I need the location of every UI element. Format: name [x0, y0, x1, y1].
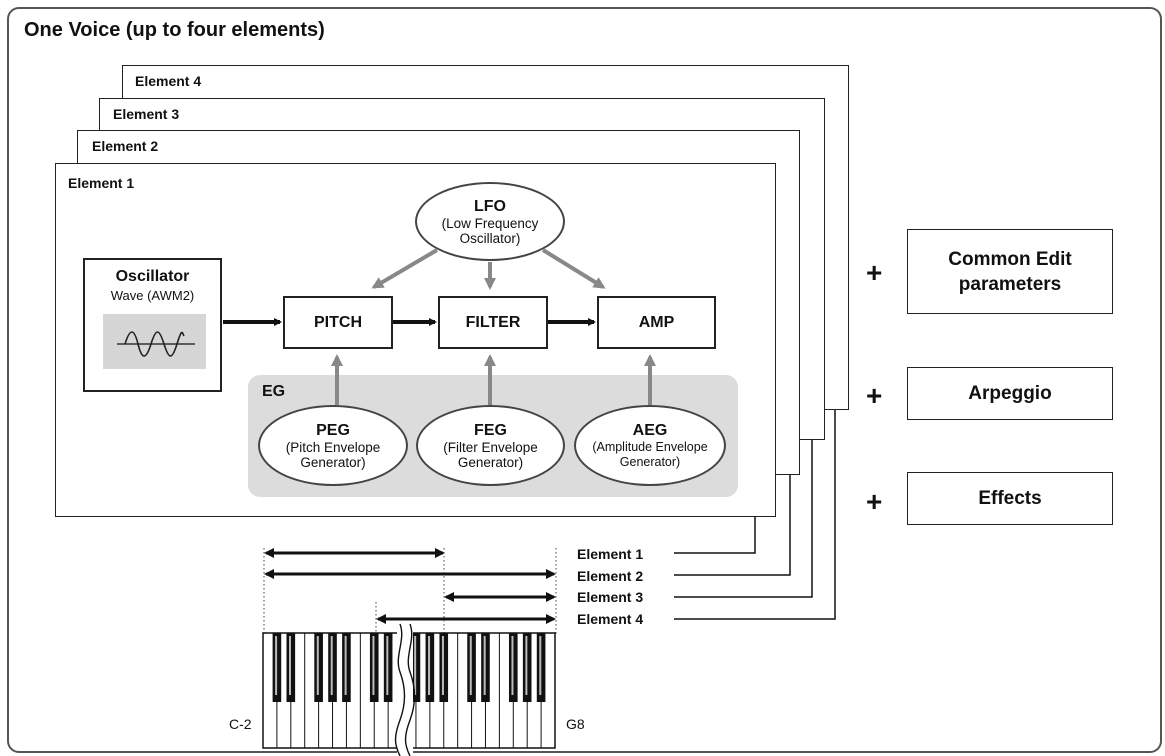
feg-ellipse: FEG (Filter Envelope Generator) — [416, 405, 565, 486]
black-key-highlight — [483, 636, 486, 695]
range-label-element-2: Element 2 — [577, 568, 644, 584]
amp-block: AMP — [597, 296, 716, 349]
peg-ellipse: PEG (Pitch Envelope Generator) — [258, 405, 408, 486]
arrow-lfo-to-amp — [541, 248, 606, 289]
peg-subtitle: (Pitch Envelope Generator) — [285, 440, 381, 470]
peg-title: PEG — [316, 422, 350, 439]
black-key-highlight — [344, 636, 347, 695]
black-key-highlight — [288, 636, 291, 695]
common-edit-box: Common Edit parameters — [907, 229, 1113, 314]
black-key-highlight — [275, 636, 278, 695]
aeg-ellipse: AEG (Amplitude Envelope Generator) — [574, 405, 726, 486]
range-label-element-3: Element 3 — [577, 589, 644, 605]
black-key-highlight — [525, 636, 528, 695]
element-1-label: Element 1 — [68, 175, 135, 191]
lfo-ellipse: LFO (Low Frequency Oscillator) — [415, 182, 565, 261]
effects-box: Effects — [907, 472, 1113, 525]
eg-label: EG — [262, 383, 286, 400]
plus-icon-arpeggio: + — [866, 380, 883, 411]
keyboard-break-icon — [394, 623, 416, 756]
lfo-subtitle: (Low Frequency Oscillator) — [441, 216, 539, 246]
arpeggio-box: Arpeggio — [907, 367, 1113, 420]
black-key-highlight — [511, 636, 514, 695]
feg-subtitle: (Filter Envelope Generator) — [443, 440, 538, 470]
black-key-highlight — [441, 636, 444, 695]
element-3-label: Element 3 — [113, 106, 180, 122]
black-key-highlight — [386, 636, 389, 695]
black-key-highlight — [428, 636, 431, 695]
black-key-highlight — [330, 636, 333, 695]
oscillator-box: Oscillator Wave (AWM2) — [83, 258, 222, 392]
range-dotted-markers — [263, 548, 557, 636]
element-4-label: Element 4 — [135, 73, 202, 89]
lfo-title: LFO — [474, 198, 506, 215]
connector-element-2 — [674, 475, 791, 576]
waveform-icon — [103, 314, 206, 369]
oscillator-title: Oscillator — [115, 268, 190, 285]
plus-icon-common: + — [866, 257, 883, 288]
voice-frame — [7, 7, 1162, 753]
pitch-block: PITCH — [283, 296, 393, 349]
connector-element-3 — [674, 440, 813, 598]
element-2-label: Element 2 — [92, 138, 159, 154]
aeg-subtitle: (Amplitude Envelope Generator) — [592, 440, 708, 469]
arrow-lfo-to-pitch — [371, 248, 439, 289]
feg-title: FEG — [474, 422, 507, 439]
range-label-element-4: Element 4 — [577, 611, 644, 627]
diagram-title: One Voice (up to four elements) — [24, 19, 325, 41]
range-label-element-1: Element 1 — [577, 546, 644, 562]
keyboard-high-label: G8 — [566, 716, 585, 732]
black-key-highlight — [372, 636, 375, 695]
black-key-highlight — [469, 636, 472, 695]
connector-element-4 — [674, 410, 836, 620]
aeg-title: AEG — [632, 422, 668, 439]
keyboard-low-label: C-2 — [229, 716, 252, 732]
black-key-highlight — [414, 636, 417, 695]
black-key-highlight — [316, 636, 319, 695]
plus-icon-effects: + — [866, 486, 883, 517]
connector-element-1 — [674, 517, 756, 554]
black-key-highlight — [539, 636, 542, 695]
oscillator-wave-label: Wave (AWM2) — [110, 288, 195, 303]
filter-block: FILTER — [438, 296, 548, 349]
